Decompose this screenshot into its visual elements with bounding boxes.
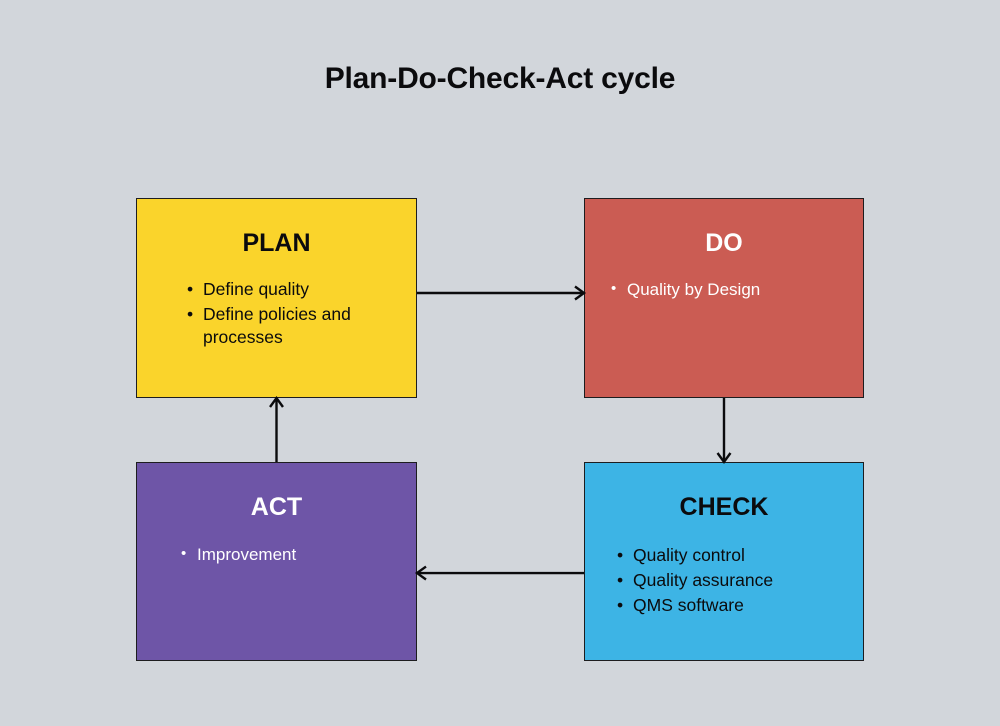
node-plan[interactable]: PLAN Define quality Define policies and … <box>136 198 417 398</box>
node-check-title: CHECK <box>679 493 769 521</box>
list-item: Improvement <box>173 544 416 566</box>
page-title: Plan-Do-Check-Act cycle <box>324 62 676 95</box>
node-plan-list: Define quality Define policies and proce… <box>137 278 416 348</box>
list-item: Define quality <box>179 278 416 301</box>
node-act-title: ACT <box>250 493 303 521</box>
list-item: Quality control <box>609 544 863 567</box>
act-to-plan-head <box>269 395 284 408</box>
node-check-list: Quality control Quality assurance QMS so… <box>585 544 863 616</box>
plan-to-do-head <box>574 285 587 301</box>
node-do-list: Quality by Design <box>585 279 863 301</box>
list-item: Define policies and processes <box>179 303 416 349</box>
node-check[interactable]: CHECK Quality control Quality assurance … <box>584 462 864 661</box>
node-plan-title: PLAN <box>242 229 311 257</box>
node-do[interactable]: DO Quality by Design <box>584 198 864 398</box>
list-item: Quality by Design <box>603 279 863 301</box>
node-act-list: Improvement <box>137 544 416 566</box>
do-to-check-head <box>716 452 732 465</box>
check-to-act-head <box>414 565 427 581</box>
node-act[interactable]: ACT Improvement <box>136 462 417 661</box>
list-item: QMS software <box>609 594 863 617</box>
list-item: Quality assurance <box>609 569 863 592</box>
node-do-title: DO <box>705 229 743 257</box>
